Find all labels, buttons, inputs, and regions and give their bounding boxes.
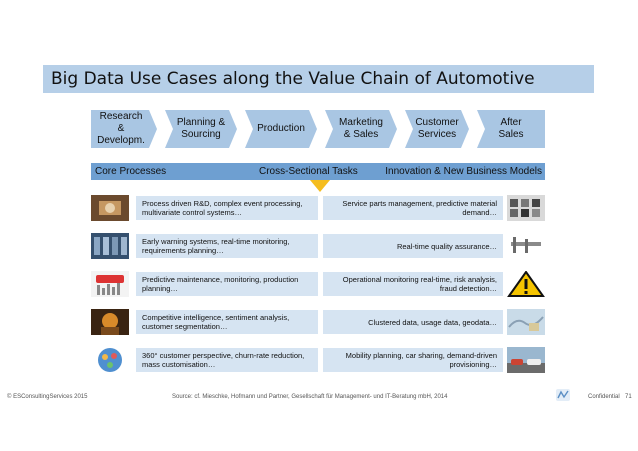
parts-photo-icon: [507, 195, 545, 221]
band-label-cross: Cross-Sectional Tasks: [259, 166, 358, 177]
use-case-right-2: Real-time quality assurance…: [323, 234, 503, 258]
warning-systems-photo-icon: [91, 233, 129, 259]
company-logo-icon: [556, 388, 570, 401]
use-case-right-5: Mobility planning, car sharing, demand-d…: [323, 348, 503, 372]
chain-step-production: Production: [245, 110, 317, 148]
footer-copyright: © ESConsultingServices 2015: [7, 394, 88, 400]
band-label-innovation: Innovation & New Business Models: [385, 166, 542, 177]
chain-step-label: Planning & Sourcing: [176, 117, 226, 140]
use-case-text: Clustered data, usage data, geodata…: [368, 317, 497, 327]
chain-step-planning: Planning & Sourcing: [165, 110, 237, 148]
use-case-right-3: Operational monitoring real-time, risk a…: [323, 272, 503, 296]
use-case-text: 360° customer perspective, churn-rate re…: [142, 351, 305, 369]
use-case-right-1: Service parts management, predictive mat…: [323, 196, 503, 220]
use-case-text: Process driven R&D, complex event proces…: [142, 199, 303, 217]
use-case-left-5: 360° customer perspective, churn-rate re…: [136, 348, 318, 372]
analysis-photo-icon: [91, 271, 129, 297]
marker-triangle-icon: [310, 180, 330, 192]
chain-step-label: Production: [257, 123, 305, 134]
process-band: Core Processes Cross-Sectional Tasks Inn…: [91, 163, 545, 180]
use-case-text: Mobility planning, car sharing, demand-d…: [345, 351, 497, 369]
caliper-icon: [507, 233, 545, 259]
use-case-text: Service parts management, predictive mat…: [342, 199, 497, 217]
use-case-left-3: Predictive maintenance, monitoring, prod…: [136, 272, 318, 296]
slide-title-text: Big Data Use Cases along the Value Chain…: [51, 69, 535, 89]
use-case-left-1: Process driven R&D, complex event proces…: [136, 196, 318, 220]
use-case-text: Operational monitoring real-time, risk a…: [342, 275, 497, 293]
chain-step-label: Research & Developm.: [97, 111, 145, 146]
band-label-core: Core Processes: [95, 166, 167, 177]
slide-title: Big Data Use Cases along the Value Chain…: [43, 65, 594, 93]
use-case-text: Competitive intelligence, sentiment anal…: [142, 313, 290, 331]
use-case-right-4: Clustered data, usage data, geodata…: [323, 310, 503, 334]
warning-sign-icon: [507, 271, 545, 297]
use-case-text: Early warning systems, real-time monitor…: [142, 237, 290, 255]
use-case-left-4: Competitive intelligence, sentiment anal…: [136, 310, 318, 334]
chain-step-customer-services: Customer Services: [405, 110, 469, 148]
chain-step-after-sales: After Sales: [477, 110, 545, 148]
intelligence-photo-icon: [91, 309, 129, 335]
rnd-photo-icon: [91, 195, 129, 221]
chain-step-research: Research & Developm.: [91, 110, 157, 148]
use-case-left-2: Early warning systems, real-time monitor…: [136, 234, 318, 258]
footer-source: Source: cf. Mieschke, Hofmann und Partne…: [172, 394, 448, 400]
customer-globe-icon: [91, 347, 129, 373]
footer-page-number: 71: [625, 394, 632, 400]
use-case-text: Real-time quality assurance…: [396, 241, 497, 251]
footer-confidential: Confidential: [588, 394, 620, 400]
map-icon: [507, 309, 545, 335]
chain-step-label: Customer Services: [415, 117, 459, 140]
chain-step-marketing: Marketing & Sales: [325, 110, 397, 148]
use-case-text: Predictive maintenance, monitoring, prod…: [142, 275, 299, 293]
chain-step-label: Marketing & Sales: [339, 117, 383, 140]
cars-photo-icon: [507, 347, 545, 373]
chain-step-label: After Sales: [498, 117, 524, 140]
